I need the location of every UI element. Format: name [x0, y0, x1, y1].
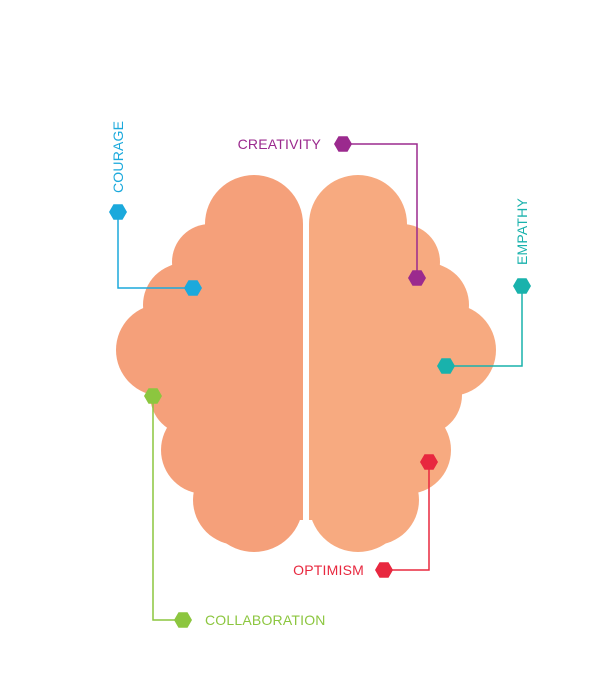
collaboration-inner-hexagon: [144, 388, 162, 404]
optimism-outer-hexagon: [375, 562, 393, 578]
empathy-label: EMPATHY: [514, 198, 530, 265]
creativity-label: CREATIVITY: [238, 136, 322, 152]
brain-left-hemisphere: [116, 175, 303, 552]
optimism-label: OPTIMISM: [293, 562, 364, 578]
brain-right-hemisphere: [309, 175, 496, 552]
collaboration-outer-hexagon: [174, 612, 192, 628]
courage-outer-hexagon: [109, 204, 127, 220]
courage-connector: [117, 213, 193, 289]
empathy-connector: [446, 286, 523, 367]
creativity-inner-hexagon: [408, 270, 426, 286]
courage-label: COURAGE: [110, 121, 126, 193]
empathy-inner-hexagon: [437, 358, 455, 374]
courage-inner-hexagon: [184, 280, 202, 296]
left-hemisphere-fill: [210, 240, 303, 520]
collaboration-label: COLLABORATION: [205, 612, 326, 628]
creativity-connector: [343, 143, 418, 278]
creativity-outer-hexagon: [334, 136, 352, 152]
optimism-connector: [384, 462, 430, 571]
right-hemisphere-fill: [309, 240, 402, 520]
optimism-inner-hexagon: [420, 454, 438, 470]
empathy-outer-hexagon: [513, 278, 531, 294]
collaboration-connector: [152, 396, 184, 621]
